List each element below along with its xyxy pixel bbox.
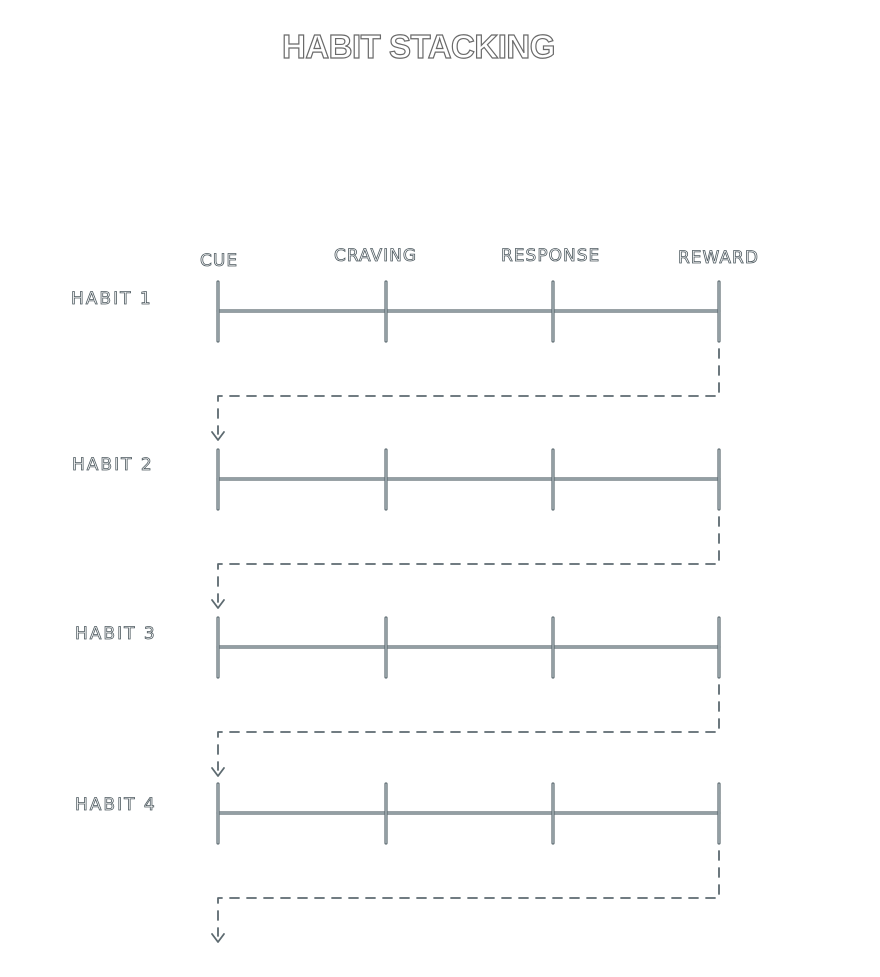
stage-label-reward: REWARD xyxy=(678,248,759,269)
habit-1-connector xyxy=(217,348,720,435)
habit-label-2: HABIT 2 xyxy=(72,455,154,476)
stage-label-craving: CRAVING xyxy=(334,246,418,267)
habit-4-connector-arrow xyxy=(211,933,225,943)
habit-2-connector-arrow xyxy=(211,599,225,609)
habit-4-connector xyxy=(217,850,720,937)
habit-label-3: HABIT 3 xyxy=(75,624,157,645)
stage-label-response: RESPONSE xyxy=(501,246,601,267)
habit-3-connector xyxy=(217,684,720,771)
habit-1-connector-arrow xyxy=(211,431,225,441)
habit-2-connector xyxy=(217,516,720,603)
stage-label-cue: CUE xyxy=(200,251,239,272)
habit-label-4: HABIT 4 xyxy=(75,795,157,816)
page-title: HABIT STACKING xyxy=(281,27,556,65)
habit-3-connector-arrow xyxy=(211,767,225,777)
habit-label-1: HABIT 1 xyxy=(71,289,153,310)
